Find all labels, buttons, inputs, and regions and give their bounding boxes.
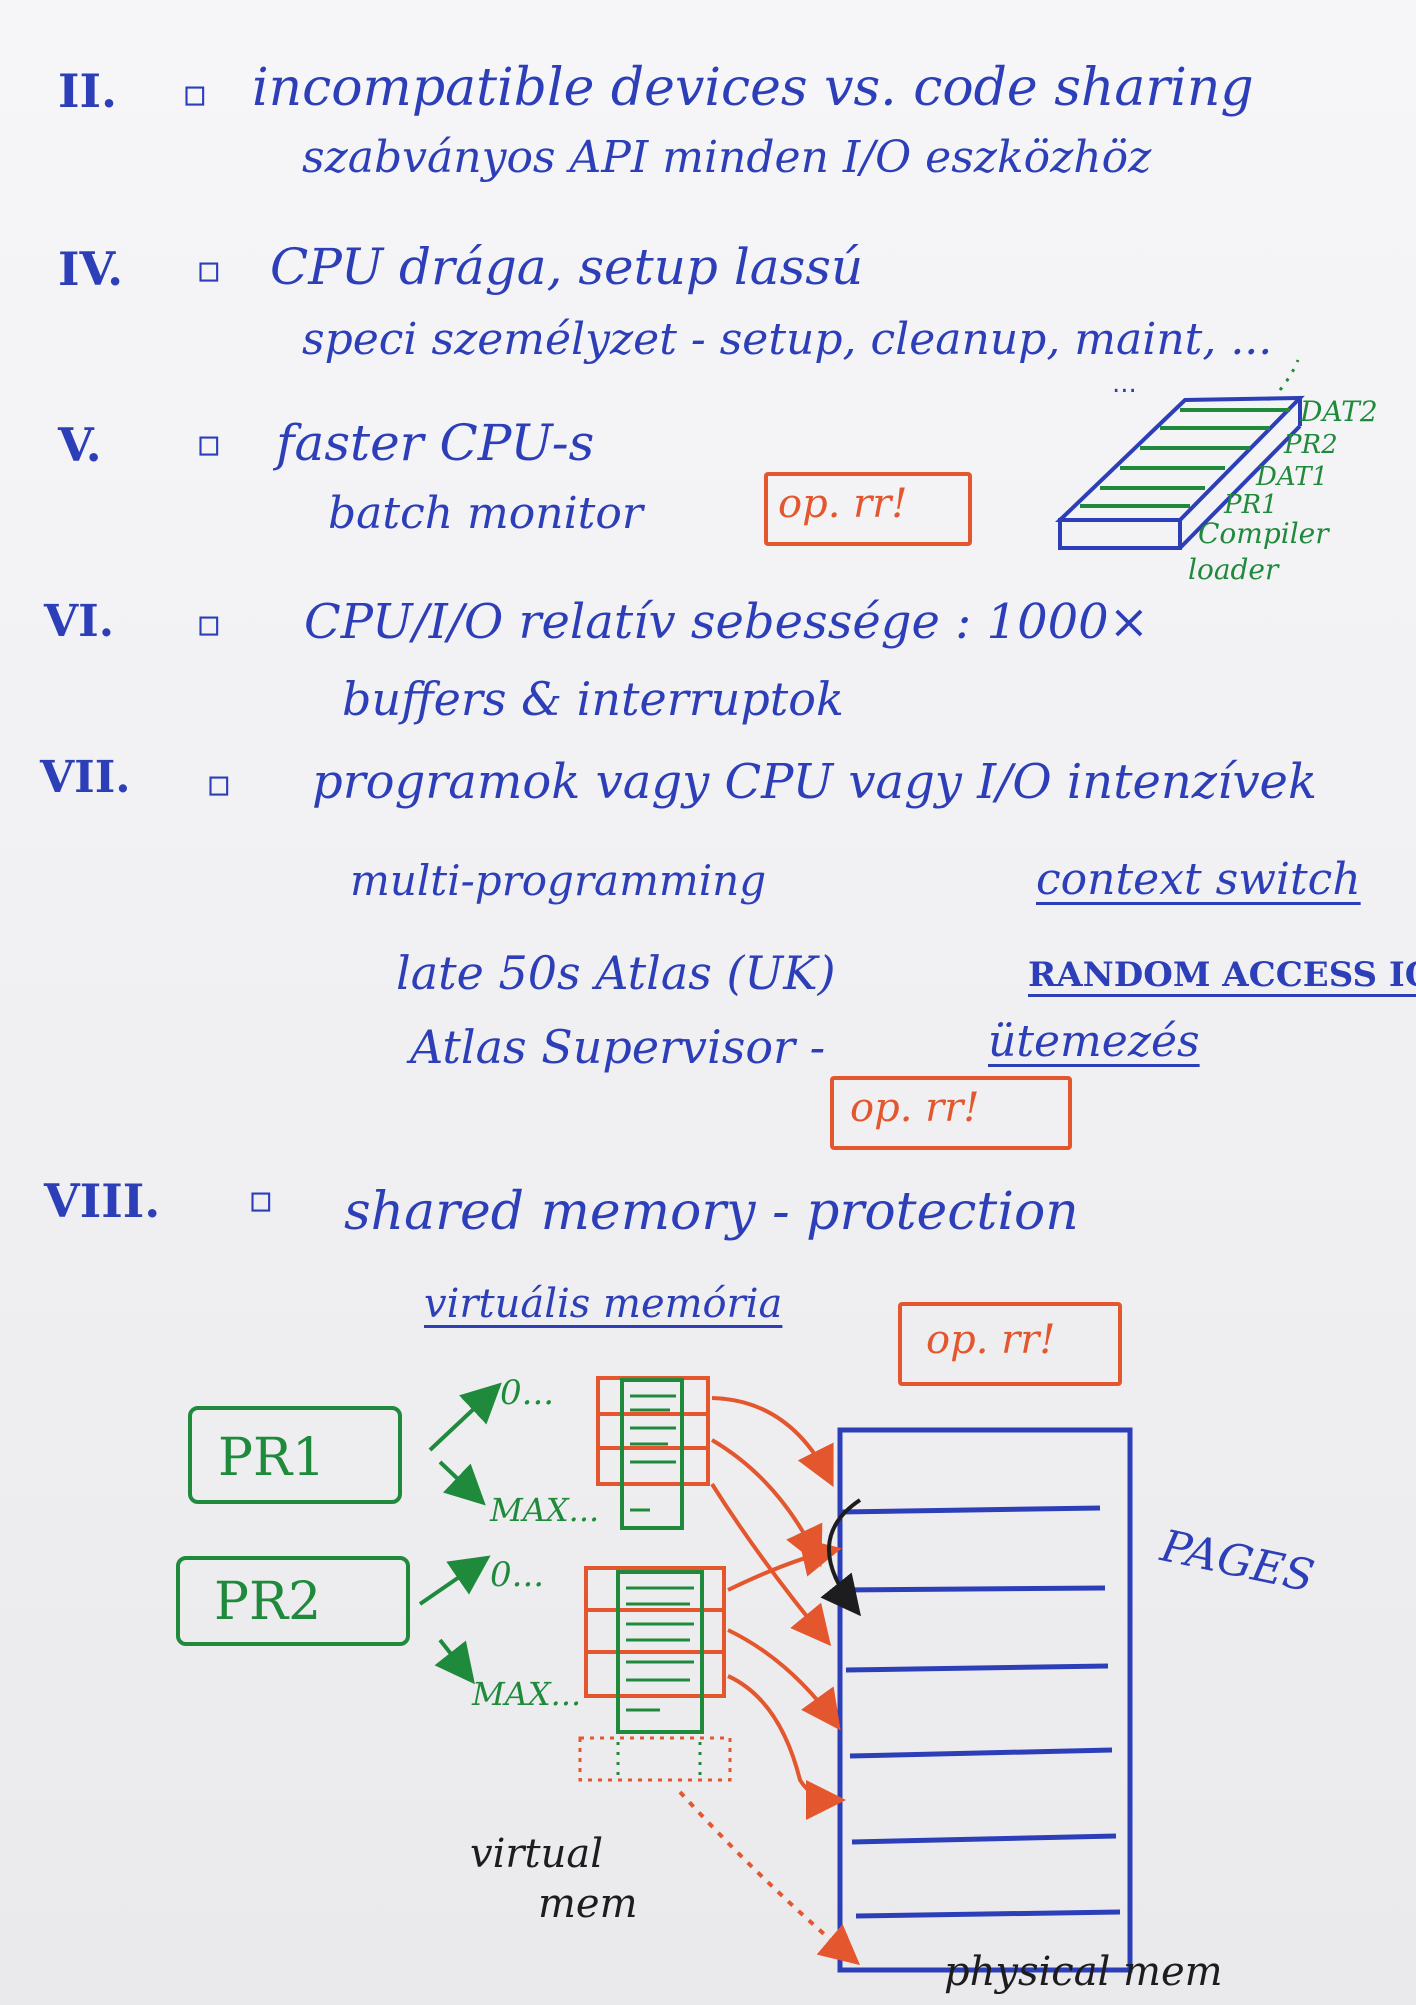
tape-label: Compiler <box>1198 517 1329 550</box>
utemezes-note: ütemezés <box>988 1016 1200 1067</box>
section-numeral: IV. <box>58 242 124 296</box>
section-line: late 50s Atlas (UK) <box>396 946 836 1000</box>
section-numeral: VIII. <box>44 1174 161 1228</box>
range-label: 0... <box>500 1373 555 1413</box>
section-line: batch monitor <box>328 488 643 539</box>
bullet-icon: ▫ <box>206 761 232 805</box>
tape-label: DAT1 <box>1256 462 1329 492</box>
section-line: multi-programming <box>350 856 767 905</box>
op-tag-box <box>898 1302 1122 1386</box>
process-label: PR2 <box>214 1572 322 1632</box>
section-line: Atlas Supervisor - <box>410 1020 826 1074</box>
section-line: incompatible devices vs. code sharing <box>252 58 1254 118</box>
bullet-icon: ▫ <box>182 71 208 115</box>
bullet-icon: ▫ <box>196 601 222 645</box>
virtual-mem-label: mem <box>538 1881 638 1927</box>
section-line: speci személyzet - setup, cleanup, maint… <box>302 314 1273 365</box>
range-label: 0... <box>490 1555 545 1595</box>
op-tag: op. rr! <box>850 1085 980 1131</box>
op-tag-box <box>830 1076 1072 1150</box>
tape-label: PR1 <box>1224 490 1278 520</box>
section-line: faster CPU-s <box>276 414 595 472</box>
section-line: shared memory - protection <box>344 1182 1079 1242</box>
op-tag: op. rr! <box>926 1317 1056 1363</box>
virtual-mem-label: virtual <box>470 1831 603 1877</box>
section-line: buffers & interruptok <box>342 672 844 726</box>
section-line: programok vagy CPU vagy I/O intenzívek <box>312 754 1318 810</box>
bullet-icon: ▫ <box>196 247 222 291</box>
section-numeral: VII. <box>40 752 131 803</box>
range-label: MAX... <box>490 1491 600 1529</box>
section-numeral: V. <box>58 418 102 472</box>
range-label: MAX... <box>472 1675 582 1713</box>
physical-mem-label: physical mem <box>944 1949 1223 1995</box>
bullet-icon: ▫ <box>248 1177 274 1221</box>
section-numeral: VI. <box>44 596 115 647</box>
section-line: CPU drága, setup lassú <box>270 238 864 296</box>
virtual-memory-title: virtuális memória <box>424 1281 783 1327</box>
process-label: PR1 <box>218 1428 326 1488</box>
tape-label: loader <box>1188 553 1279 586</box>
section-numeral: II. <box>58 64 118 118</box>
section-line: CPU/I/O relatív sebessége : 1000× <box>304 594 1149 650</box>
svg-text:...: ... <box>1112 369 1137 399</box>
tape-label: PR2 <box>1284 430 1338 460</box>
section-line: szabványos API minden I/O eszközhöz <box>302 132 1152 183</box>
context-switch-note: context switch <box>1036 854 1361 905</box>
op-tag: op. rr! <box>778 481 908 527</box>
op-tag-box <box>764 472 972 546</box>
random-access-note: RANDOM ACCESS IO <box>1028 955 1416 995</box>
bullet-icon: ▫ <box>196 421 222 465</box>
tape-label: DAT2 <box>1300 395 1378 428</box>
